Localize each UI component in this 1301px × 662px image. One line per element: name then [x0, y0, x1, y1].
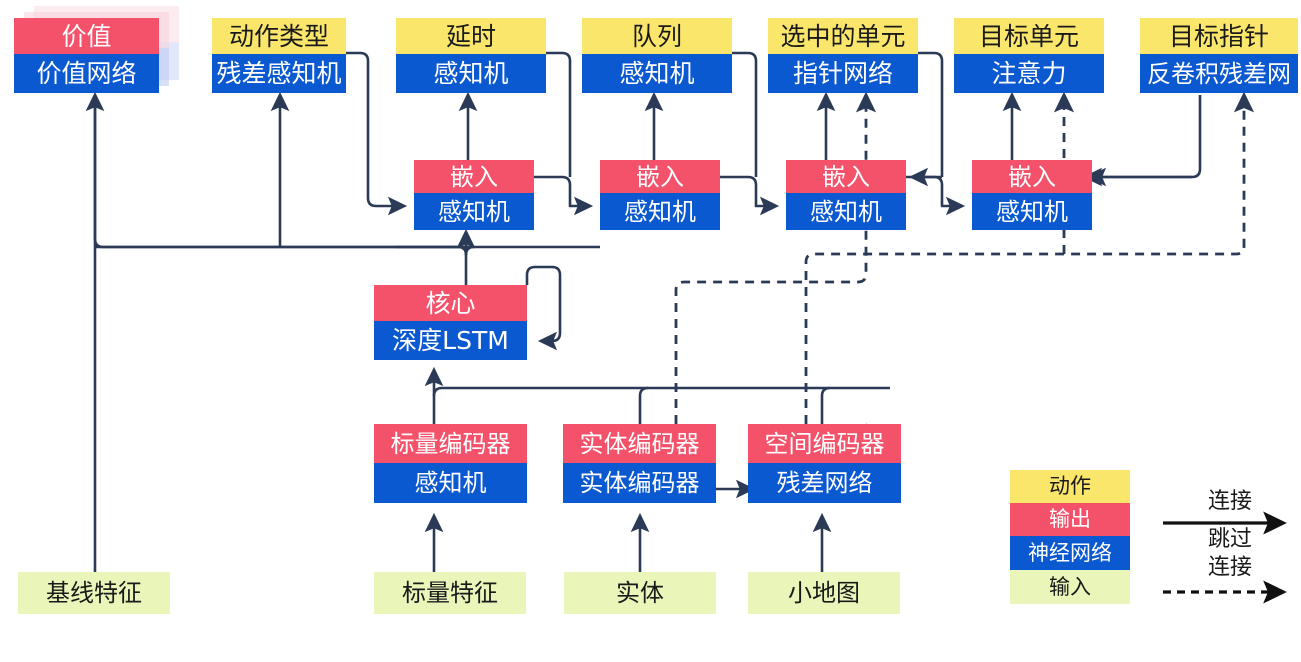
- node-scalar-features[interactable]: 标量特征: [374, 572, 526, 614]
- node-delay-network-label: 感知机: [396, 54, 546, 93]
- node-embed-2-output-label: 嵌入: [600, 160, 720, 193]
- node-entities-label: 实体: [564, 572, 716, 614]
- node-embed-4-output-label: 嵌入: [972, 160, 1092, 193]
- legend-swatch-output: 输出: [1010, 503, 1130, 536]
- node-entity-encoder-output-label: 实体编码器: [563, 424, 716, 463]
- node-minimap-label: 小地图: [748, 572, 900, 614]
- node-target-unit[interactable]: 目标单元 注意力: [954, 18, 1104, 93]
- node-selected-units-network-label: 指针网络: [768, 54, 918, 93]
- node-action-type[interactable]: 动作类型 残差感知机: [212, 18, 346, 93]
- node-embed-3-network-label: 感知机: [786, 193, 906, 230]
- node-entities[interactable]: 实体: [564, 572, 716, 614]
- node-baseline-features-label: 基线特征: [18, 572, 170, 614]
- node-action-type-network-label: 残差感知机: [212, 54, 346, 93]
- node-target-unit-action-label: 目标单元: [954, 18, 1104, 54]
- node-queue-network-label: 感知机: [582, 54, 732, 93]
- node-action-type-action-label: 动作类型: [212, 18, 346, 54]
- node-embed-1-network-label: 感知机: [414, 193, 534, 230]
- node-value-network-label: 价值网络: [14, 54, 159, 93]
- node-embed-3[interactable]: 嵌入 感知机: [786, 160, 906, 230]
- legend-swatch-neural-network: 神经网络: [1010, 536, 1130, 570]
- node-baseline-features[interactable]: 基线特征: [18, 572, 170, 614]
- node-delay-action-label: 延时: [396, 18, 546, 54]
- legend-skip-connection-label-line2: 连接: [1207, 555, 1252, 580]
- node-spatial-encoder-output-label: 空间编码器: [748, 424, 901, 463]
- node-scalar-features-label: 标量特征: [374, 572, 526, 614]
- node-embed-1-output-label: 嵌入: [414, 160, 534, 193]
- node-target-point-action-label: 目标指针: [1140, 18, 1298, 54]
- node-delay[interactable]: 延时 感知机: [396, 18, 546, 93]
- legend-swatch-action: 动作: [1010, 470, 1130, 503]
- node-embed-2[interactable]: 嵌入 感知机: [600, 160, 720, 230]
- node-scalar-encoder-network-label: 感知机: [374, 463, 527, 503]
- node-target-point-network-label: 反卷积残差网: [1140, 54, 1298, 93]
- node-embed-3-output-label: 嵌入: [786, 160, 906, 193]
- node-minimap[interactable]: 小地图: [748, 572, 900, 614]
- legend-connection-label: 连接: [1207, 489, 1252, 514]
- legend-skip-connection-label-line1: 跳过: [1207, 527, 1252, 552]
- node-spatial-encoder-network-label: 残差网络: [748, 463, 901, 503]
- node-entity-encoder[interactable]: 实体编码器 实体编码器: [563, 424, 716, 503]
- node-embed-2-network-label: 感知机: [600, 193, 720, 230]
- node-embed-4-network-label: 感知机: [972, 193, 1092, 230]
- node-core[interactable]: 核心 深度LSTM: [374, 285, 527, 360]
- node-value[interactable]: 价值 价值网络: [14, 18, 159, 93]
- node-target-point[interactable]: 目标指针 反卷积残差网: [1140, 18, 1298, 93]
- node-core-network-label: 深度LSTM: [374, 321, 527, 360]
- node-selected-units-action-label: 选中的单元: [768, 18, 918, 54]
- node-selected-units[interactable]: 选中的单元 指针网络: [768, 18, 918, 93]
- node-spatial-encoder[interactable]: 空间编码器 残差网络: [748, 424, 901, 503]
- node-scalar-encoder[interactable]: 标量编码器 感知机: [374, 424, 527, 503]
- node-value-output-label: 价值: [14, 18, 159, 54]
- node-embed-4[interactable]: 嵌入 感知机: [972, 160, 1092, 230]
- node-embed-1[interactable]: 嵌入 感知机: [414, 160, 534, 230]
- legend-swatches: 动作 输出 神经网络 输入: [1010, 470, 1130, 604]
- node-queue[interactable]: 队列 感知机: [582, 18, 732, 93]
- node-entity-encoder-network-label: 实体编码器: [563, 463, 716, 503]
- node-core-output-label: 核心: [374, 285, 527, 321]
- legend-swatch-input: 输入: [1010, 570, 1130, 604]
- node-target-unit-network-label: 注意力: [954, 54, 1104, 93]
- node-scalar-encoder-output-label: 标量编码器: [374, 424, 527, 463]
- node-queue-action-label: 队列: [582, 18, 732, 54]
